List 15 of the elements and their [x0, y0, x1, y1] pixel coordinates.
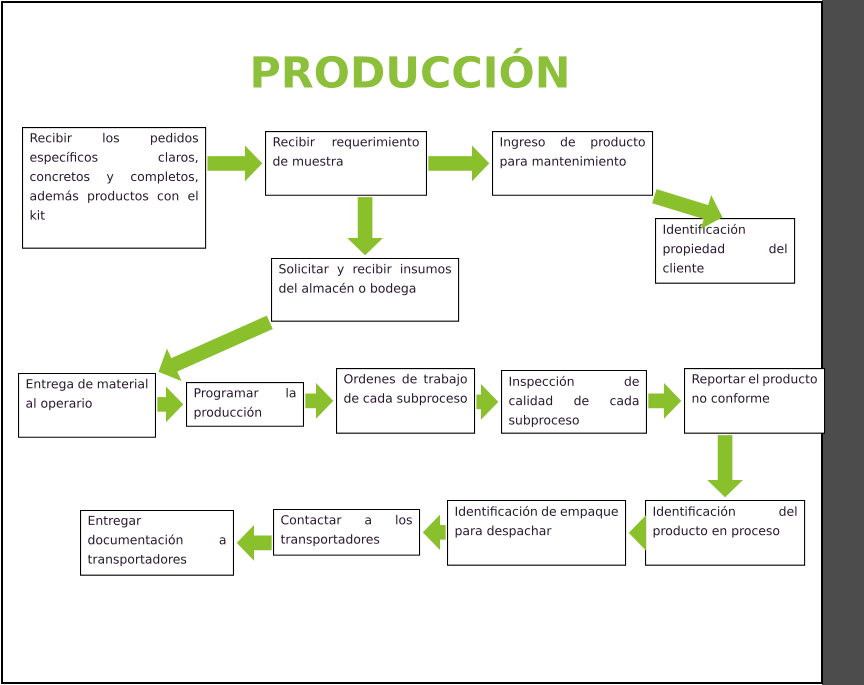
process-box: Recibir requerimiento de muestra: [265, 131, 427, 196]
process-box: Recibir los pedidos específicos claros, concretos y completos, además productos con el kit: [22, 127, 206, 249]
process-box: Identificación de empaque para despachar: [447, 500, 626, 566]
process-box: Programar la producción: [186, 382, 304, 427]
process-box: Identificación del producto en proceso: [645, 500, 806, 566]
process-box: Identificación propiedad del cliente: [655, 218, 796, 284]
process-box: Entregar documentación a transportadores: [80, 510, 234, 576]
process-box: Ordenes de trabajo de cada subproceso: [336, 368, 476, 434]
title: PRODUCCIÓN: [253, 48, 567, 88]
process-box: Contactar a los transportadores: [273, 509, 420, 556]
process-box: Ingreso de producto para mantenimiento: [492, 131, 654, 196]
process-box: Reportar el producto no conforme: [684, 368, 826, 434]
process-box: Entrega de material al operario: [18, 373, 156, 438]
process-box: Solicitar y recibir insumos del almacén o bodega: [271, 258, 460, 322]
process-box: Inspección de calidad de cada subproceso: [501, 370, 647, 434]
